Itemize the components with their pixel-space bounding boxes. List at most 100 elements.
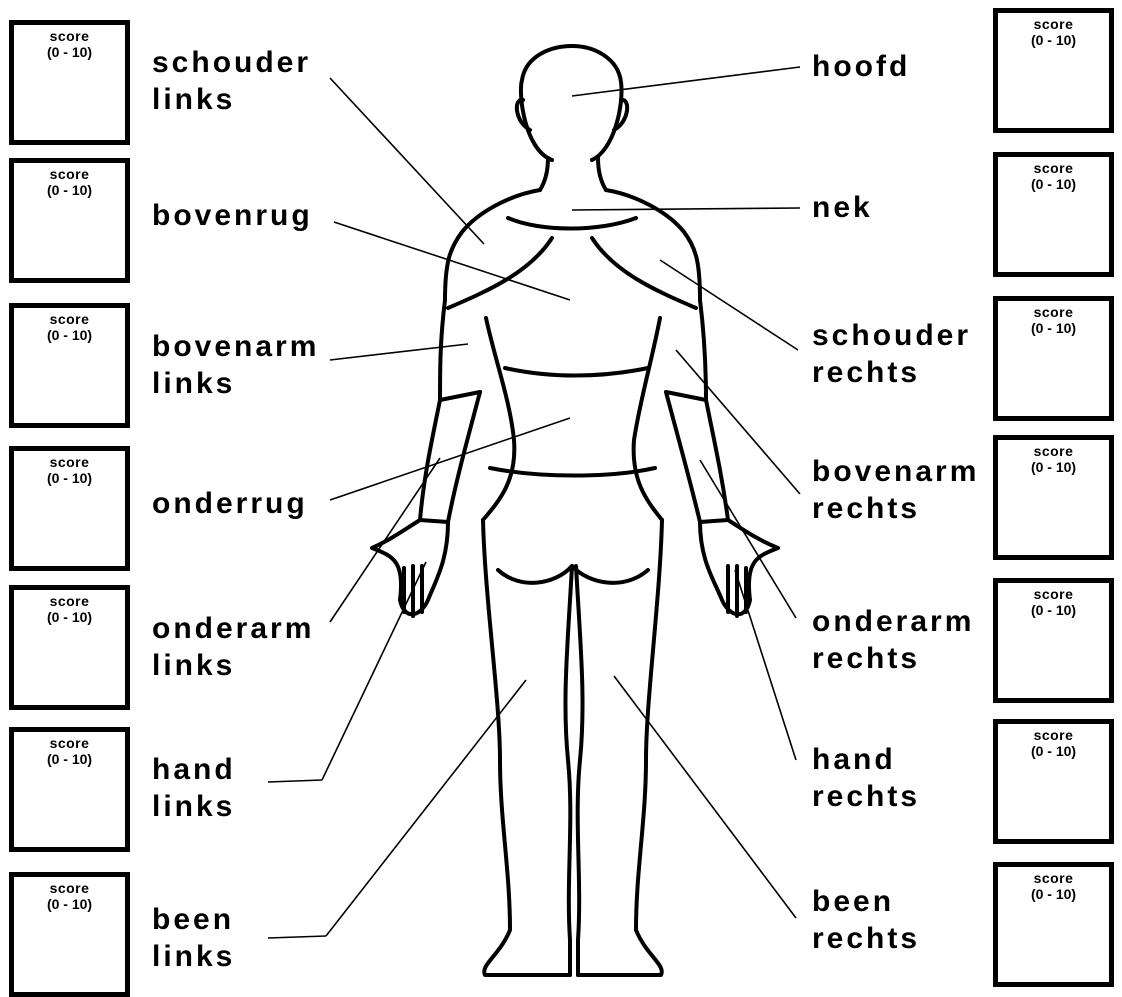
label-line1: schouder (812, 317, 971, 354)
label-hand-rechts: hand rechts (812, 741, 920, 815)
score-title: score (998, 443, 1109, 459)
yoke-line (508, 218, 636, 229)
score-box-onderarm-links[interactable]: score (0 - 10) (9, 585, 130, 710)
score-box-onderarm-rechts[interactable]: score (0 - 10) (993, 578, 1114, 703)
label-nek: nek (812, 189, 873, 226)
label-line2: rechts (812, 490, 979, 527)
label-schouder-links: schouder links (152, 44, 311, 118)
label-line1: hand (812, 741, 920, 778)
score-box-nek[interactable]: score (0 - 10) (993, 152, 1114, 277)
score-title: score (998, 304, 1109, 320)
score-box-hand-rechts[interactable]: score (0 - 10) (993, 719, 1114, 844)
score-box-onderrug[interactable]: score (0 - 10) (9, 446, 130, 571)
label-schouder-rechts: schouder rechts (812, 317, 971, 391)
label-line1: bovenrug (152, 197, 313, 234)
label-been-rechts: been rechts (812, 883, 920, 957)
score-range: (0 - 10) (14, 609, 125, 625)
label-line2: links (152, 647, 314, 684)
label-onderrug: onderrug (152, 485, 308, 522)
score-range: (0 - 10) (998, 602, 1109, 618)
label-bovenrug: bovenrug (152, 197, 313, 234)
label-been-links: been links (152, 901, 235, 975)
score-box-schouder-rechts[interactable]: score (0 - 10) (993, 296, 1114, 421)
score-range: (0 - 10) (998, 176, 1109, 192)
hand-left (372, 520, 448, 614)
leg-right-outer (578, 520, 662, 975)
score-range: (0 - 10) (998, 320, 1109, 336)
score-range: (0 - 10) (14, 327, 125, 343)
torso-right (634, 318, 662, 520)
label-hoofd: hoofd (812, 48, 910, 85)
torso-left (483, 318, 514, 520)
score-title: score (14, 735, 125, 751)
score-range: (0 - 10) (998, 743, 1109, 759)
score-range: (0 - 10) (998, 886, 1109, 902)
label-line2: links (152, 365, 319, 402)
score-range: (0 - 10) (14, 182, 125, 198)
label-line1: hoofd (812, 48, 910, 85)
label-line2: rechts (812, 640, 974, 677)
wrist (420, 520, 728, 522)
label-line2: rechts (812, 354, 971, 391)
score-box-bovenarm-rechts[interactable]: score (0 - 10) (993, 435, 1114, 560)
hip-line (490, 468, 655, 476)
score-title: score (14, 593, 125, 609)
label-line2: rechts (812, 778, 920, 815)
head-outline (521, 46, 622, 160)
label-onderarm-rechts: onderarm rechts (812, 603, 974, 677)
label-line2: links (152, 81, 311, 118)
label-line2: rechts (812, 920, 920, 957)
score-title: score (14, 28, 125, 44)
inner-arm-left (448, 392, 480, 522)
neck-outline (540, 158, 606, 190)
score-range: (0 - 10) (14, 470, 125, 486)
label-line2: links (152, 788, 236, 825)
label-onderarm-links: onderarm links (152, 610, 314, 684)
score-range: (0 - 10) (14, 896, 125, 912)
label-line1: nek (812, 189, 873, 226)
score-range: (0 - 10) (14, 44, 125, 60)
label-line1: been (152, 901, 235, 938)
score-box-hoofd[interactable]: score (0 - 10) (993, 8, 1114, 133)
label-line1: been (812, 883, 920, 920)
leg-right-inner (576, 566, 583, 975)
score-box-hand-links[interactable]: score (0 - 10) (9, 727, 130, 852)
score-box-bovenarm-links[interactable]: score (0 - 10) (9, 303, 130, 428)
label-line1: bovenarm (152, 328, 319, 365)
label-bovenarm-rechts: bovenarm rechts (812, 453, 979, 527)
label-line1: bovenarm (812, 453, 979, 490)
lower-arm-left (420, 400, 728, 520)
hand-right-fingers (728, 566, 746, 616)
label-line2: links (152, 938, 235, 975)
score-title: score (998, 870, 1109, 886)
score-range: (0 - 10) (998, 32, 1109, 48)
leg-left-inner (565, 566, 572, 975)
score-box-been-rechts[interactable]: score (0 - 10) (993, 862, 1114, 987)
score-title: score (998, 160, 1109, 176)
leg-left-outer (483, 520, 570, 975)
score-range: (0 - 10) (14, 751, 125, 767)
score-box-schouder-links[interactable]: score (0 - 10) (9, 20, 130, 145)
label-hand-links: hand links (152, 751, 236, 825)
score-title: score (14, 166, 125, 182)
score-title: score (998, 586, 1109, 602)
label-line1: hand (152, 751, 236, 788)
score-box-bovenrug[interactable]: score (0 - 10) (9, 158, 130, 283)
label-line1: schouder (152, 44, 311, 81)
score-range: (0 - 10) (998, 459, 1109, 475)
label-line1: onderarm (152, 610, 314, 647)
leader-lines (268, 67, 800, 938)
score-title: score (998, 16, 1109, 32)
inner-arm-right (666, 392, 700, 522)
label-bovenarm-links: bovenarm links (152, 328, 319, 402)
score-title: score (14, 311, 125, 327)
score-title: score (14, 880, 125, 896)
score-title: score (14, 454, 125, 470)
label-line1: onderarm (812, 603, 974, 640)
label-line1: onderrug (152, 485, 308, 522)
upper-arm-left (440, 300, 706, 400)
shoulder-blade-left (448, 238, 552, 308)
shoulder-outline (445, 190, 700, 300)
waist-line (505, 368, 648, 376)
score-box-been-links[interactable]: score (0 - 10) (9, 872, 130, 997)
